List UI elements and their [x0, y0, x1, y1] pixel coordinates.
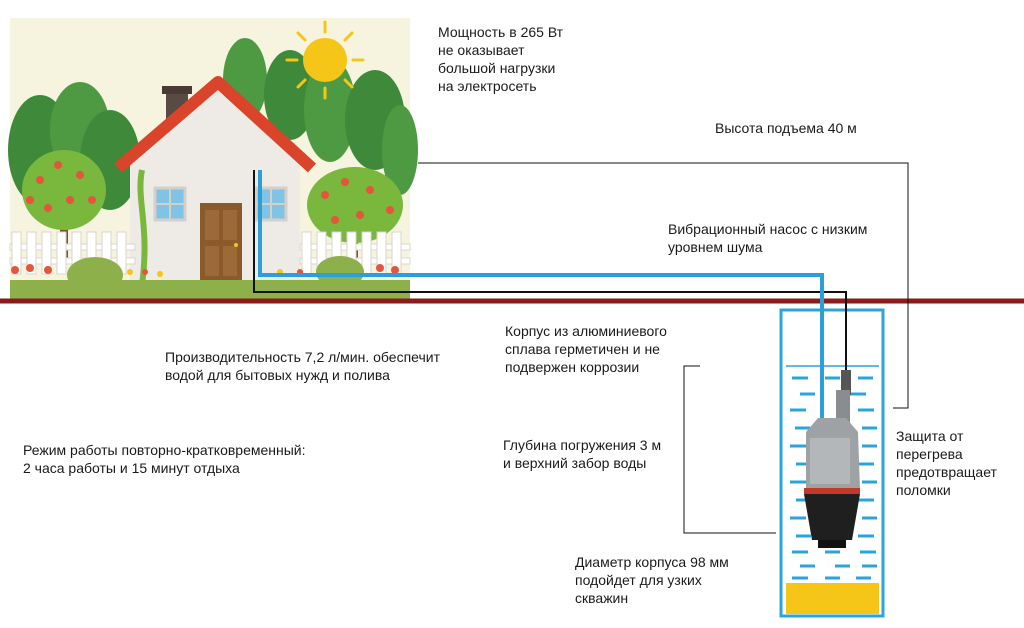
well	[779, 308, 885, 618]
housing-line-1: Корпус из алюминиевого	[505, 323, 667, 339]
depth-bracket	[683, 365, 776, 534]
overheat-line-1: Защита от	[896, 428, 964, 444]
housing-label: Корпус из алюминиевого сплава герметичен…	[505, 322, 667, 376]
lift-height-leader	[418, 162, 909, 409]
power-line-1: Мощность в 265 Вт	[438, 24, 564, 40]
water	[786, 365, 879, 580]
depth-label: Глубина погружения 3 м и верхний забор в…	[503, 436, 661, 472]
fence-left	[9, 231, 136, 275]
diameter-line-3: скважин	[575, 590, 629, 606]
mode-label: Режим работы повторно-кратковременный: 2…	[23, 441, 306, 477]
mode-line-1: Режим работы повторно-кратковременный:	[23, 442, 306, 458]
overheat-line-4: поломки	[896, 482, 951, 498]
overheat-line-2: перегрева	[896, 446, 963, 462]
depth-line-1: Глубина погружения 3 м	[503, 437, 662, 453]
power-line-2: не оказывает	[438, 42, 525, 58]
diameter-line-2: подойдет для узких	[575, 572, 702, 588]
power-cable	[253, 170, 847, 370]
power-label: Мощность в 265 Вт не оказывает большой н…	[438, 23, 563, 95]
house-illustration	[8, 18, 418, 300]
lift-height-label: Высота подъема 40 м	[715, 119, 857, 137]
housing-line-3: подвержен коррозии	[505, 359, 640, 375]
pump-icon	[804, 370, 860, 548]
power-line-3: большой нагрузки	[438, 60, 556, 76]
pump-type-line-1: Вибрационный насос с низким	[668, 221, 868, 237]
grass	[10, 280, 410, 300]
overheat-label: Защита от перегрева предотвращает поломк…	[896, 427, 997, 499]
water-pipe	[258, 170, 824, 418]
housing-line-2: сплава герметичен и не	[505, 341, 660, 357]
productivity-label: Производительность 7,2 л/мин. обеспечит …	[165, 348, 440, 384]
lift-height-line-1: Высота подъема 40 м	[715, 120, 857, 136]
pump-type-label: Вибрационный насос с низким уровнем шума	[668, 220, 867, 256]
productivity-line-1: Производительность 7,2 л/мин. обеспечит	[165, 349, 441, 365]
overheat-line-3: предотвращает	[896, 464, 997, 480]
well-casing	[779, 308, 885, 618]
mode-line-2: 2 часа работы и 15 минут отдыха	[23, 460, 240, 476]
power-line-4: на электросеть	[438, 78, 537, 94]
diameter-line-1: Диаметр корпуса 98 мм	[575, 554, 729, 570]
pump-type-line-2: уровнем шума	[668, 239, 763, 255]
depth-line-2: и верхний забор воды	[503, 455, 647, 471]
sediment	[786, 583, 879, 614]
sun-icon	[285, 20, 365, 100]
fence-right	[299, 231, 411, 275]
productivity-line-2: водой для бытовых нужд и полива	[165, 367, 390, 383]
diameter-label: Диаметр корпуса 98 мм подойдет для узких…	[575, 553, 729, 607]
fruit-tree-left	[22, 150, 106, 260]
